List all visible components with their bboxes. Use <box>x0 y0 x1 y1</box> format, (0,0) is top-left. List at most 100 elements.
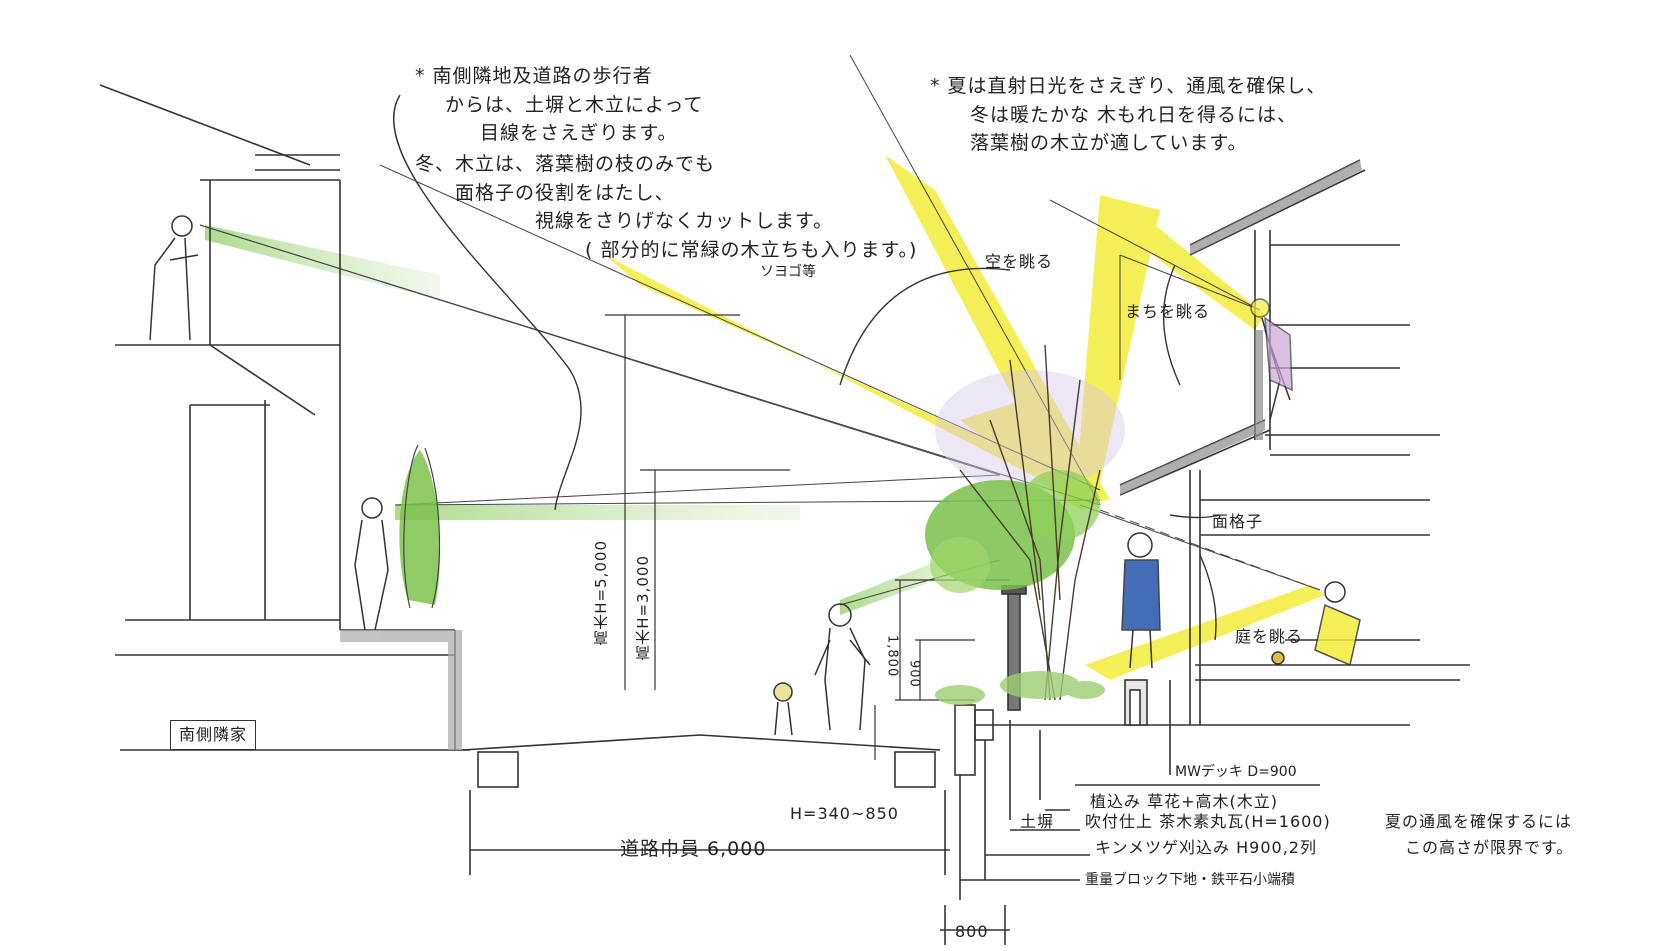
garden-structure <box>940 585 1320 945</box>
branch <box>1044 379 1081 701</box>
ray <box>379 164 1101 491</box>
eave-shade <box>1120 420 1265 495</box>
ray <box>394 474 1001 506</box>
body <box>774 701 793 736</box>
label-block: 重量ブロック下地・鉄平石小端積 <box>1085 872 1295 888</box>
roof-line <box>99 84 311 166</box>
note-line: 目線をさえぎります。 <box>480 122 678 144</box>
branch <box>1044 344 1061 601</box>
road-surface <box>461 734 941 751</box>
arc-garden <box>1199 554 1217 641</box>
note-line: 面格子の役割をはたし、 <box>455 181 675 204</box>
branch <box>959 469 1056 701</box>
label-wall-height: H=340~850 <box>790 804 899 823</box>
label-tall-tree-5000: 高木H=5,000 <box>592 540 610 646</box>
coat <box>1121 559 1161 631</box>
head <box>828 603 852 627</box>
deck-post <box>1129 689 1141 726</box>
label-road-width: 道路巾員 6,000 <box>620 838 767 860</box>
eave <box>1119 429 1271 496</box>
note-line: ( 部分的に常緑の木立ちも入ります。) <box>585 238 918 261</box>
arc-lattice <box>1169 514 1221 519</box>
head <box>1250 298 1270 318</box>
roof-shade <box>1190 160 1362 255</box>
person-road-child <box>773 682 793 736</box>
note-soyogo: ソヨゴ等 <box>760 264 816 280</box>
sun-beam-right <box>1075 195 1160 505</box>
ray <box>1119 254 1261 311</box>
curb-right <box>894 751 936 788</box>
note-line: * 南側隣地及道路の歩行者 <box>415 65 653 87</box>
label-lattice: 面格子 <box>1212 512 1264 531</box>
sun-beam-left <box>605 255 1100 505</box>
curb-left <box>477 751 519 788</box>
arc-town <box>1163 264 1181 386</box>
angle-arcs <box>392 94 1221 641</box>
head <box>171 215 193 237</box>
label-spray: 吹付仕上 茶木素丸瓦(H=1600) <box>1085 812 1331 831</box>
branch <box>1059 469 1101 701</box>
body <box>814 627 871 731</box>
label-earth-wall: 土塀 <box>1020 812 1055 831</box>
note-line: からは、土塀と木立によって <box>445 93 704 116</box>
body <box>354 519 389 631</box>
arc-left <box>392 94 582 511</box>
label-hedge: キンメツゲ刈込み H900,2列 <box>1095 838 1317 857</box>
note-right-block: * 夏は直射日光をさえぎり、通風を確保し、 冬は暖たかな 木もれ日を得るには、 … <box>930 72 1326 158</box>
note-line: 視線をさりげなくカットします。 <box>535 210 834 232</box>
cypress-tree <box>399 444 441 609</box>
sight-fill-mid <box>395 505 800 520</box>
shrubs <box>935 671 1105 705</box>
head <box>361 497 383 519</box>
person-sitting <box>1271 581 1361 667</box>
tree-canopy-green <box>930 537 990 593</box>
label-900: 900 <box>906 660 922 688</box>
shrub <box>1000 671 1080 699</box>
ray <box>849 54 1101 506</box>
tree-branches <box>959 344 1101 701</box>
sweater <box>1264 316 1293 392</box>
cup <box>1271 651 1285 665</box>
label-spray-note1: 夏の通風を確保するには <box>1385 812 1573 831</box>
label-sky: 空を眺る <box>985 252 1054 271</box>
body <box>1314 603 1361 667</box>
roof-lower <box>209 344 316 416</box>
label-neighbor: 南側隣家 <box>170 720 257 750</box>
main-tree <box>925 344 1125 705</box>
body <box>149 237 199 341</box>
tree-canopy-lilac <box>935 370 1125 490</box>
sun-beam-upper <box>885 155 1110 505</box>
ray <box>199 224 1001 476</box>
roof <box>1189 169 1366 256</box>
cypress-outline <box>403 444 441 609</box>
label-tall-tree-3000: 高木H=3,000 <box>634 555 652 661</box>
shrub <box>1065 681 1105 699</box>
note-line: * 夏は直射日光をさえぎり、通風を確保し、 <box>930 75 1327 97</box>
sunlight-beams <box>605 155 1325 680</box>
shadow-block <box>448 630 462 750</box>
label-800: 800 <box>955 922 989 941</box>
note-left-block: * 南側隣地及道路の歩行者 からは、土塀と木立によって 目線をさえぎります。 <box>415 62 703 148</box>
legs <box>1129 629 1153 669</box>
person-window <box>1250 298 1293 421</box>
head <box>773 682 793 702</box>
head <box>1127 532 1153 558</box>
note-line: 冬は暖たかな 木もれ日を得るには、 <box>970 103 1298 126</box>
tree-canopy-green <box>1020 470 1100 540</box>
label-spray-note2: この高さが限界です。 <box>1405 838 1574 857</box>
cypress-foliage <box>399 450 440 605</box>
note-line: 冬、木立は、落葉樹の枝のみでも <box>415 153 716 175</box>
people <box>149 215 1361 736</box>
ray <box>1049 199 1261 311</box>
label-planting: 植込み 草花+高木(木立) <box>1090 792 1278 811</box>
block-base <box>954 704 976 776</box>
note-line: 落葉樹の木立が適しています。 <box>970 132 1248 154</box>
label-deck: MWデッキ D=900 <box>1175 764 1297 780</box>
sun-beam-floor <box>1085 585 1325 680</box>
shrub <box>935 685 985 705</box>
note-left-block-2: 冬、木立は、落葉樹の枝のみでも 面格子の役割をはたし、 視線をさりげなくカットし… <box>415 150 917 264</box>
neighbor-shadow <box>340 630 462 750</box>
label-garden: 庭を眺る <box>1235 627 1304 646</box>
arc-sky <box>839 267 1011 386</box>
